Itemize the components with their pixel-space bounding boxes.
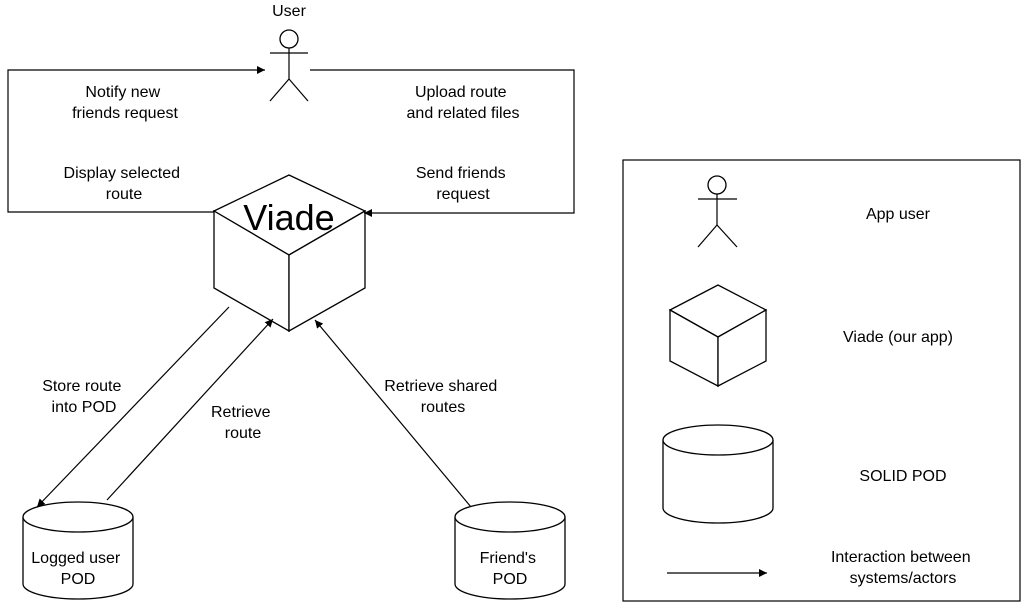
edge-label-store-line-1: Store route — [42, 378, 121, 395]
legend-item-interaction: Interaction between systems/actors — [667, 549, 975, 587]
arrow-store-route — [36, 306, 230, 508]
legend-label-pod: SOLID POD — [859, 468, 946, 485]
edge-label-retrieve-shared-line-1: Retrieve shared — [384, 378, 497, 395]
edge-label-upload: Upload route and related files — [407, 84, 520, 122]
friend-pod-label: Friend's POD — [480, 550, 541, 588]
viade-cube-icon — [212, 174, 367, 333]
viade-app-node: Viade — [212, 174, 367, 333]
legend-label-interaction-line-1: Interaction between — [831, 549, 971, 566]
legend-item-pod: SOLID POD — [662, 424, 947, 524]
edge-label-store-line-2: into POD — [52, 399, 117, 416]
edge-label-retrieve-shared-line-2: routes — [421, 399, 465, 416]
user-actor: User — [269, 3, 309, 102]
legend-frame — [622, 159, 1021, 602]
viade-label: Viade — [243, 197, 334, 238]
legend-label-app: Viade (our app) — [843, 329, 953, 346]
friend-pod: Friend's POD — [454, 501, 566, 600]
legend: App user Viade (our app) SOLID POD Inter… — [622, 159, 1021, 602]
edge-label-retrieve: Retrieve route — [211, 404, 275, 442]
edge-label-notify: Notify new friends request — [72, 84, 178, 122]
arrow-retrieve-shared — [314, 319, 472, 508]
legend-label-user: App user — [866, 206, 931, 223]
edge-label-display: Display selected route — [64, 165, 185, 203]
edge-label-upload-line-1: Upload route — [415, 84, 507, 101]
legend-label-interaction-line-2: systems/actors — [850, 570, 957, 587]
edge-label-notify-line-1: Notify new — [85, 84, 160, 101]
friend-pod-label-line-2: POD — [493, 571, 528, 588]
edge-label-upload-line-2: and related files — [407, 105, 520, 122]
legend-label-interaction: Interaction between systems/actors — [831, 549, 975, 587]
logged-pod-label-line-2: POD — [61, 571, 96, 588]
logged-user-pod: Logged user POD — [22, 501, 134, 600]
legend-actor-icon — [697, 175, 738, 248]
edge-label-notify-line-2: friends request — [72, 105, 178, 122]
edge-label-retrieve-line-1: Retrieve — [211, 404, 271, 421]
legend-item-user: App user — [697, 175, 931, 248]
edge-label-display-line-2: route — [106, 186, 143, 203]
edge-label-send: Send friends request — [416, 165, 510, 203]
edge-label-store: Store route into POD — [42, 378, 126, 416]
friend-pod-label-line-1: Friend's — [480, 550, 536, 567]
edge-label-send-line-1: Send friends — [416, 165, 506, 182]
legend-cylinder-icon — [662, 424, 774, 524]
legend-cube-icon — [668, 284, 768, 388]
edge-label-retrieve-line-2: route — [225, 425, 262, 442]
legend-item-app: Viade (our app) — [668, 284, 953, 388]
edge-label-send-line-2: request — [436, 186, 490, 203]
arrow-notify-user — [7, 66, 265, 213]
arrow-retrieve-route — [106, 318, 274, 501]
friend-pod-cylinder-icon — [454, 501, 566, 600]
user-label: User — [272, 3, 306, 20]
logged-pod-cylinder-icon — [22, 501, 134, 600]
user-stick-figure-icon — [269, 29, 309, 102]
edge-label-display-line-1: Display selected — [64, 165, 181, 182]
edge-label-retrieve-shared: Retrieve shared routes — [384, 378, 501, 416]
logged-pod-label: Logged user POD — [31, 550, 124, 588]
arrow-upload-to-viade — [310, 69, 575, 217]
logged-pod-label-line-1: Logged user — [31, 550, 121, 567]
